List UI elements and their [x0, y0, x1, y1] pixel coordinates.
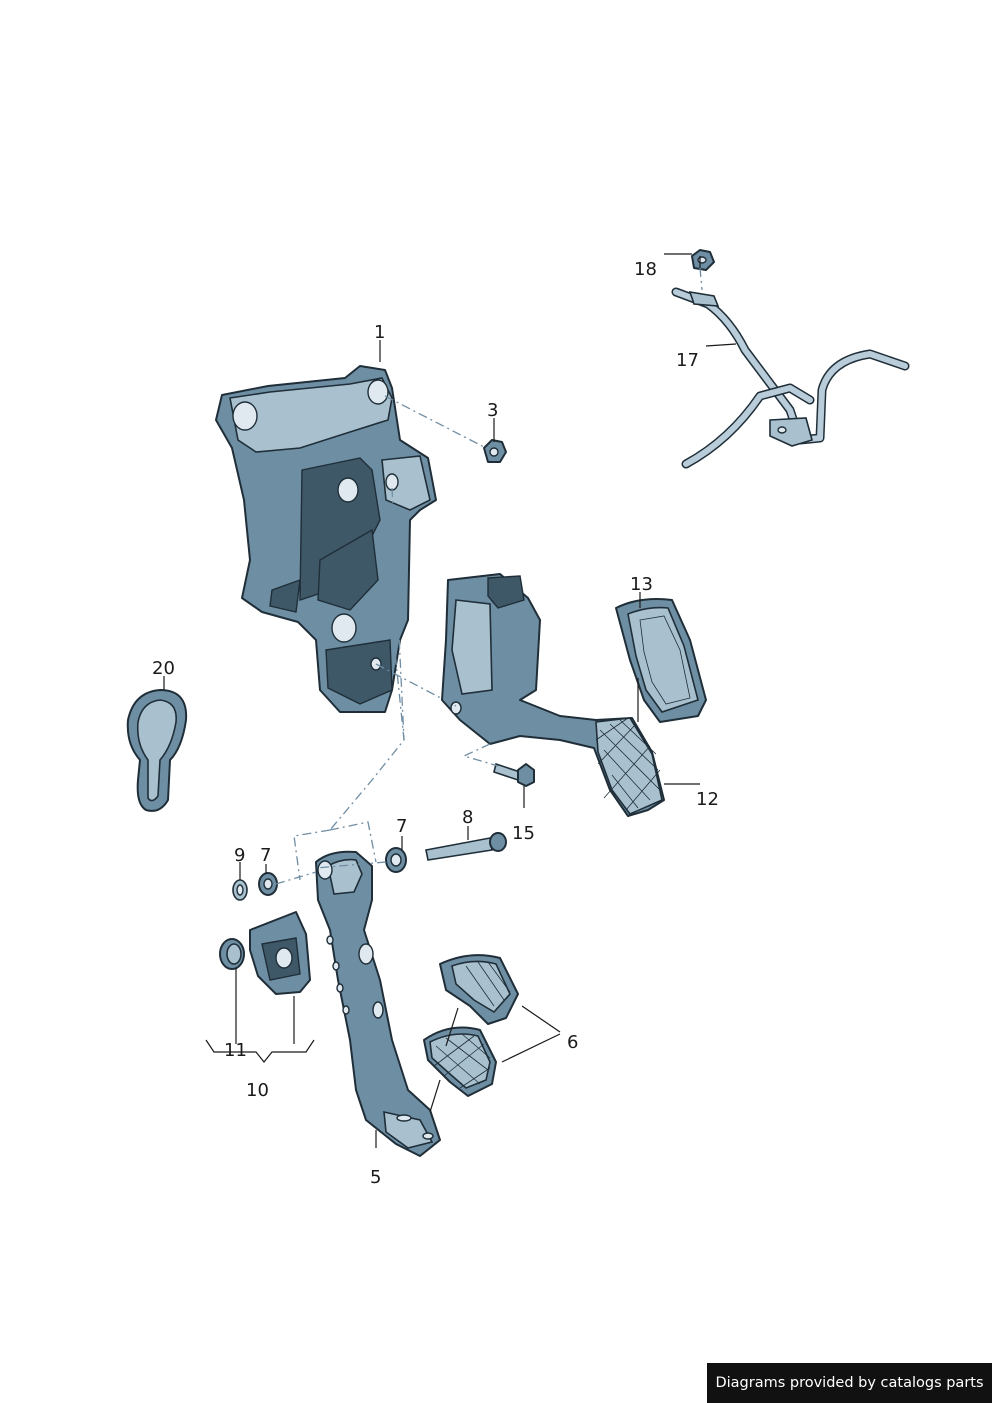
callout-labels: 1 3 5 6 7 7 8 9 10 11 12 13 15 17 18 20	[152, 259, 719, 1188]
callout-12[interactable]: 12	[696, 789, 719, 810]
accelerator-pedal-module-part-12[interactable]	[441, 573, 665, 817]
callout-1[interactable]: 1	[374, 322, 385, 343]
ring-part-9[interactable]	[232, 879, 248, 901]
callout-10[interactable]: 10	[246, 1080, 269, 1101]
callout-5[interactable]: 5	[370, 1167, 381, 1188]
callout-18[interactable]: 18	[634, 259, 657, 280]
callout-7-right[interactable]: 7	[396, 816, 407, 837]
pedal-cover-part-13[interactable]	[615, 598, 707, 723]
bolt-part-8[interactable]	[425, 832, 507, 861]
screw-part-15[interactable]	[493, 762, 535, 787]
pedal-pad-upper-part-6[interactable]	[439, 954, 519, 1025]
callout-3[interactable]: 3	[487, 400, 498, 421]
accelerator-pad-grip	[595, 717, 663, 815]
cap-part-11[interactable]	[219, 938, 245, 970]
bushing-part-7-right[interactable]	[385, 847, 407, 873]
callout-13[interactable]: 13	[630, 574, 653, 595]
callout-15[interactable]: 15	[512, 823, 535, 844]
nut-part-18[interactable]	[691, 249, 715, 271]
pedal-arm-part-5[interactable]	[315, 850, 441, 1157]
spring-assembly-part-10[interactable]	[249, 911, 311, 995]
support-tube-part-17[interactable]	[671, 287, 910, 469]
seal-part-20[interactable]	[126, 689, 188, 812]
leader-lines	[163, 253, 737, 1148]
pedal-pad-lower-part-6[interactable]	[423, 1026, 497, 1097]
alignment-lines	[275, 267, 703, 885]
credit-text: Diagrams provided by catalogs parts	[715, 1375, 984, 1391]
callout-8[interactable]: 8	[462, 807, 473, 828]
callout-9[interactable]: 9	[234, 845, 245, 866]
callout-20[interactable]: 20	[152, 658, 175, 679]
bushing-part-7-left[interactable]	[258, 872, 278, 896]
callout-17[interactable]: 17	[676, 350, 699, 371]
credit-banner: Diagrams provided by catalogs parts	[707, 1363, 992, 1403]
callout-6[interactable]: 6	[567, 1032, 578, 1053]
pedal-bracket-part-1[interactable]	[215, 365, 437, 713]
callout-7-left[interactable]: 7	[260, 845, 271, 866]
nut-part-3[interactable]	[483, 439, 507, 463]
callout-11[interactable]: 11	[224, 1040, 247, 1061]
